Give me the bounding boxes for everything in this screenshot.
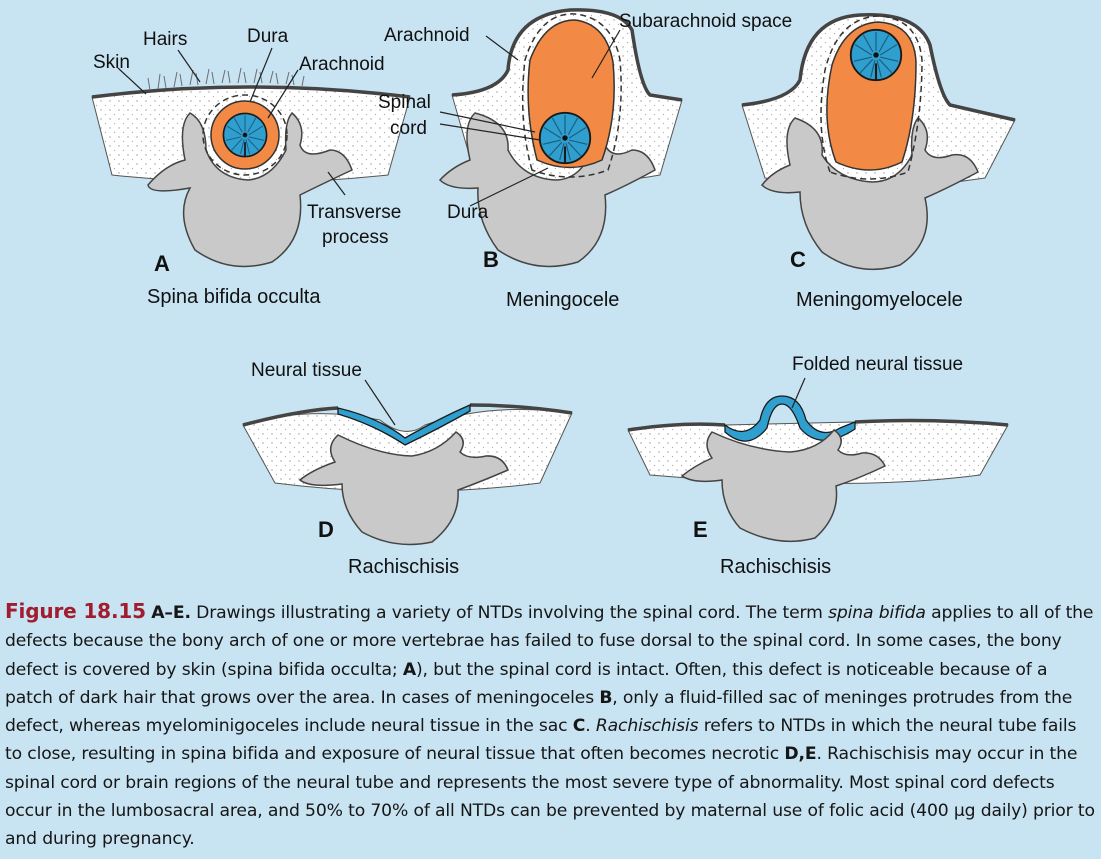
spinal-cord-icon [849, 28, 903, 82]
panel-letter-e: E [693, 517, 708, 542]
transverse-process-label: Transverse [307, 202, 401, 223]
caption-panel-ref: B [599, 687, 613, 708]
vertebra [761, 116, 979, 271]
arachnoid-label-a: Arachnoid [299, 54, 385, 75]
dura-label-b: Dura [447, 202, 489, 223]
subarachnoid-space-label: Subarachnoid space [619, 11, 792, 32]
caption-italic-term: spina bifida [828, 603, 926, 623]
panel-letter-d: D [318, 517, 334, 542]
dura-sac [820, 15, 923, 180]
caption-text: . [585, 716, 596, 737]
folded-neural-tissue-label: Folded neural tissue [792, 354, 963, 375]
caption-text: Drawings illustrating a variety of NTDs … [190, 603, 829, 623]
hairs-label: Hairs [143, 29, 187, 50]
figure-caption: Figure 18.15 A–E. Drawings illustrating … [5, 597, 1097, 854]
skin-line [242, 406, 339, 427]
skin-label: Skin [93, 52, 130, 73]
figure-label: Figure 18.15 [5, 599, 146, 623]
vertebra [147, 111, 353, 268]
panel-title-c: Meningomyelocele [796, 289, 963, 311]
caption-text: , only a fluid-filled sac of meninges pr… [5, 687, 1073, 737]
hairs-icon [147, 67, 305, 91]
caption-text: applies to all of the defects because th… [5, 603, 1094, 680]
panel-letter-b: B [483, 247, 499, 272]
transverse-process-label-2: process [322, 227, 389, 248]
panel-c: C Meningomyelocele [741, 13, 1016, 311]
folded-neural-tissue [724, 395, 856, 442]
caption-panel-ref: D,E [784, 744, 817, 765]
panel-title-d: Rachischisis [348, 556, 459, 578]
dura-sac [202, 94, 288, 176]
caption-panel-ref: A [402, 659, 416, 680]
spinal-cord-label-2: cord [390, 118, 427, 139]
vertebra [298, 431, 509, 546]
spinal-cord-icon [222, 112, 268, 158]
skin-line [451, 8, 683, 102]
caption-text: . Rachischisis may occur in the spinal c… [5, 744, 1095, 850]
caption-text: refers to NTDs in which the neural tube … [5, 716, 1077, 765]
arachnoid-label-b: Arachnoid [384, 25, 470, 46]
panel-d: Neural tissue D Rachischisis [242, 360, 573, 578]
spinal-cord-icon [538, 111, 592, 165]
spinal-cord-label: Spinal [378, 92, 431, 113]
panels-reference: A–E. [151, 603, 191, 623]
skin-line [854, 418, 1009, 427]
neural-tissue-label: Neural tissue [251, 360, 362, 381]
panel-title-e: Rachischisis [720, 556, 831, 578]
skin-line [741, 13, 1016, 122]
panel-b: Arachnoid Spinal cord Dura Subarachnoid … [378, 8, 792, 311]
neural-tissue-plate [337, 404, 471, 446]
panel-letter-c: C [790, 247, 806, 272]
panel-e: Folded neural tissue E Rachischisis [627, 354, 1009, 578]
skin-line [91, 85, 411, 99]
panel-title-a: Spina bifida occulta [147, 286, 321, 308]
panel-letter-a: A [154, 251, 170, 276]
caption-text: ), but the spinal cord is intact. Often,… [5, 659, 1048, 708]
dura-label-a: Dura [247, 26, 289, 47]
panel-a: Skin Hairs Dura Arachnoid Transverse pro… [91, 26, 411, 308]
caption-panel-ref: C [572, 716, 586, 737]
caption-italic-term: Rachischisis [595, 716, 699, 737]
vertebra [680, 428, 887, 543]
skin-line [627, 422, 726, 432]
spina-bifida-diagram: Skin Hairs Dura Arachnoid Transverse pro… [91, 8, 1016, 578]
panel-title-b: Meningocele [506, 289, 619, 311]
skin-line [469, 403, 573, 415]
